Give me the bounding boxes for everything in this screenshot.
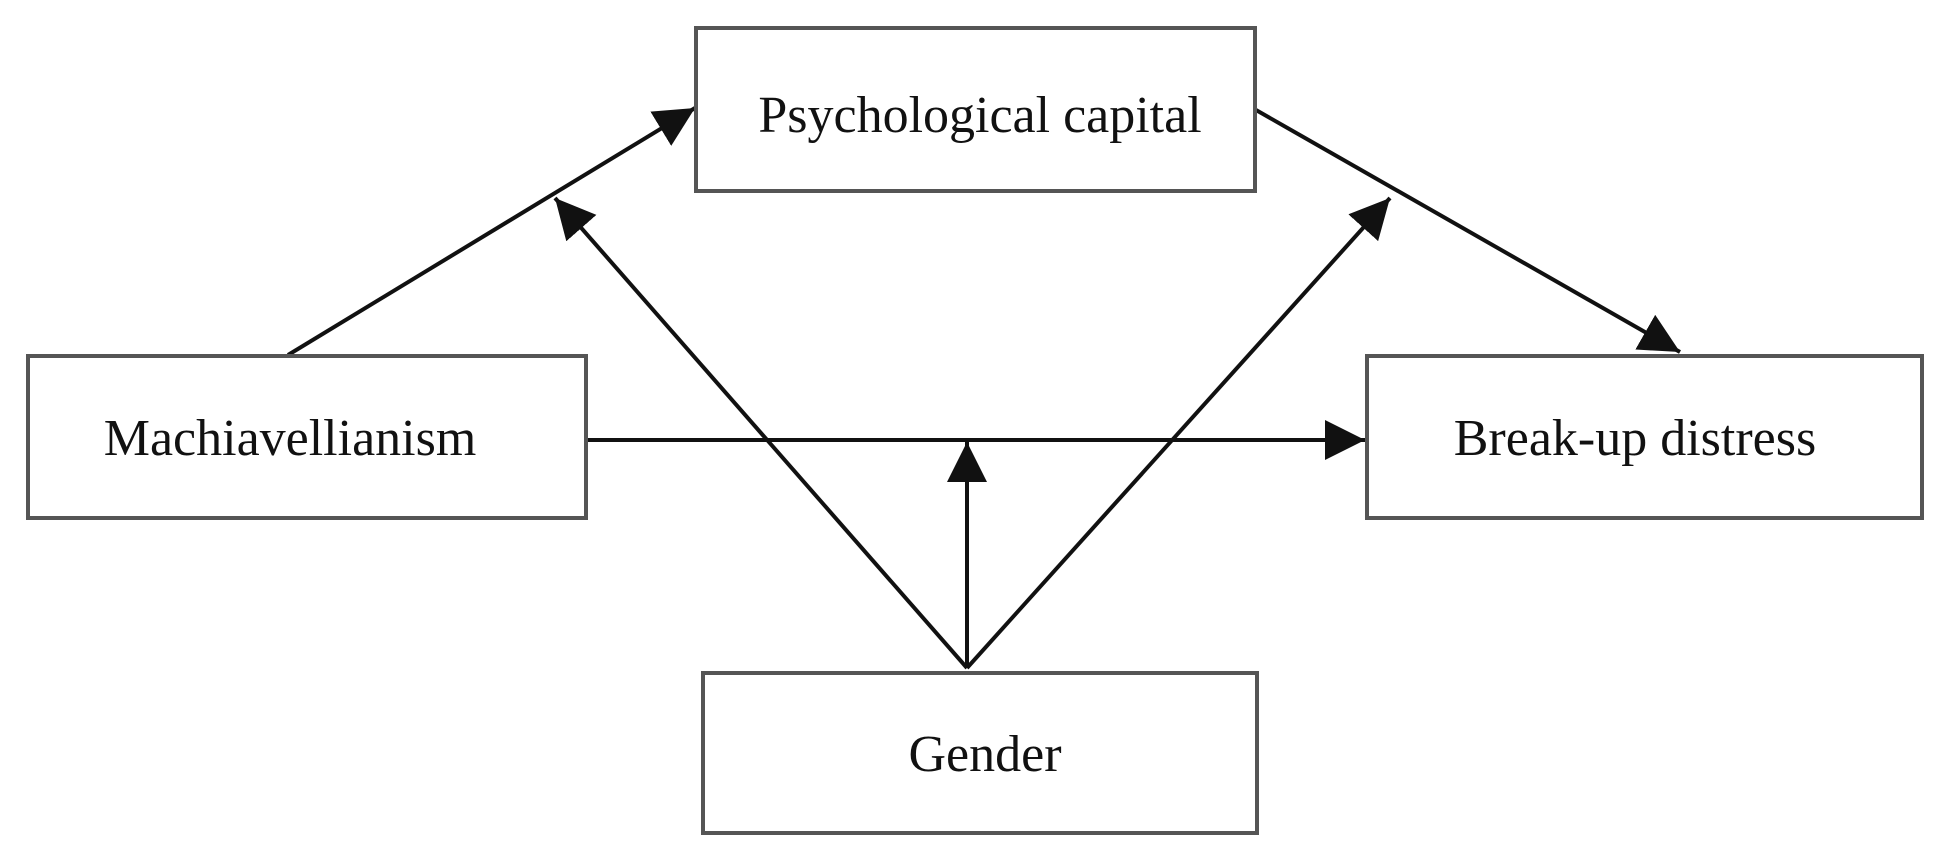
node-gender-label: Gender	[908, 726, 1061, 783]
edges	[286, 106, 1681, 670]
edge-gender-moderates-left-path	[553, 196, 969, 670]
node-psychological-capital: Psychological capital	[694, 26, 1257, 193]
node-break-up-distress-label: Break-up distress	[1454, 410, 1816, 467]
node-machiavellianism: Machiavellianism	[26, 354, 588, 520]
edge-psychological-capital-to-break-up-distress	[1255, 108, 1681, 354]
node-break-up-distress: Break-up distress	[1365, 354, 1924, 520]
node-psychological-capital-label: Psychological capital	[758, 87, 1201, 144]
node-gender: Gender	[701, 671, 1259, 835]
edge-machiavellianism-to-psychological-capital	[286, 106, 697, 357]
edge-gender-moderates-right-path	[965, 196, 1392, 670]
node-machiavellianism-label: Machiavellianism	[104, 410, 477, 467]
